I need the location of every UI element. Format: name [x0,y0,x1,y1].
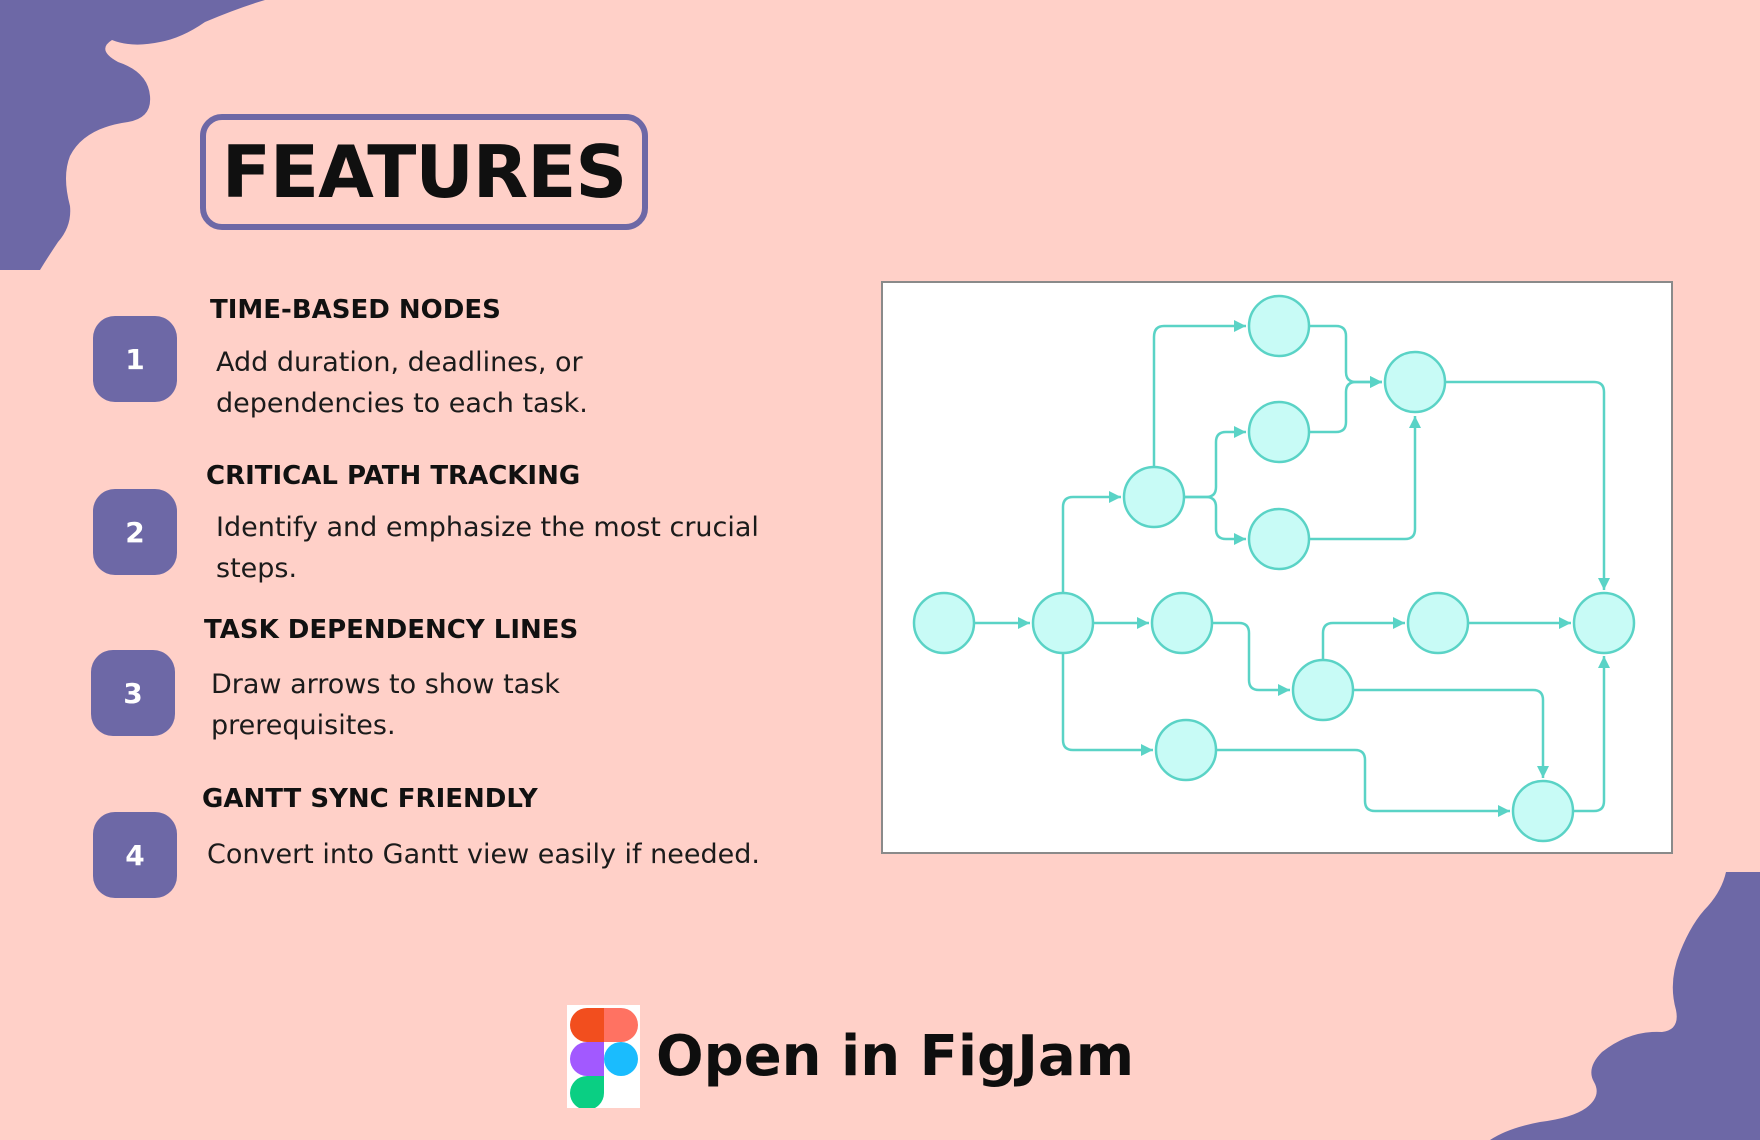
arrow-head [1234,320,1246,332]
task-node [1511,779,1575,843]
arrow-head [1141,744,1153,756]
feature-heading: GANTT SYNC FRIENDLY [202,784,538,814]
feature-number-badge: 1 [93,316,177,402]
dependency-arrow [1309,416,1417,541]
page-title: FEATURES [221,130,628,214]
open-in-figjam-button[interactable]: Open in FigJam [567,1005,1135,1110]
dependency-arrow [1353,688,1545,778]
feature-heading: TASK DEPENDENCY LINES [204,615,579,645]
arrow-head [1409,416,1421,428]
feature-description: Add duration, deadlines, or dependencies… [216,347,588,419]
task-node [1383,350,1447,414]
feature-description: Convert into Gantt view easily if needed… [207,839,760,870]
feature-number-badge: 3 [91,650,175,736]
dependency-arrow [1573,656,1606,813]
task-node [1122,465,1186,529]
arrow-head [1234,426,1246,438]
dependency-arrow [1061,653,1153,752]
dependency-arrow [1216,748,1510,813]
dependency-arrow [1184,430,1246,499]
arrow-head [1559,617,1571,629]
dependency-arrow [1184,495,1246,541]
task-node [912,591,976,655]
arrow-head [1598,656,1610,668]
dependency-arrow [1212,621,1290,692]
arrow-head [1278,684,1290,696]
arrow-head [1234,533,1246,545]
task-node [1150,591,1214,655]
dependency-arrow [1152,324,1246,467]
feature-number-badge: 2 [93,489,177,575]
feature-heading: CRITICAL PATH TRACKING [206,461,581,491]
dependency-arrow [1321,621,1405,660]
dependency-arrow [1445,380,1606,590]
dependency-arrow [1061,495,1121,593]
feature-description: Draw arrows to show task prerequisites. [211,669,560,741]
figma-logo-icon [567,1005,640,1110]
task-node [1247,507,1311,571]
decorative-blob-bottom-right [1490,872,1760,1140]
task-node [1154,718,1218,782]
arrow-head [1498,805,1510,817]
dependency-arrow [1309,324,1382,384]
arrow-head [1137,617,1149,629]
task-node [1406,591,1470,655]
dependency-diagram [881,281,1673,854]
dependency-diagram-canvas [912,294,1636,843]
arrow-head [1393,617,1405,629]
arrow-head [1370,376,1382,388]
title-box: FEATURES [200,114,648,230]
task-node [1291,658,1355,722]
decorative-blob-top-left [0,0,265,270]
arrow-head [1537,766,1549,778]
arrow-head [1109,491,1121,503]
feature-number-badge: 4 [93,812,177,898]
feature-description: Identify and emphasize the most crucial … [216,512,759,584]
arrow-head [1598,578,1610,590]
dependency-arrow [1309,380,1382,434]
open-in-figjam-label: Open in FigJam [656,1024,1135,1089]
task-node [1572,591,1636,655]
feature-heading: TIME-BASED NODES [210,295,501,325]
task-node [1247,400,1311,464]
task-node [1247,294,1311,358]
task-node [1031,591,1095,655]
arrow-head [1018,617,1030,629]
